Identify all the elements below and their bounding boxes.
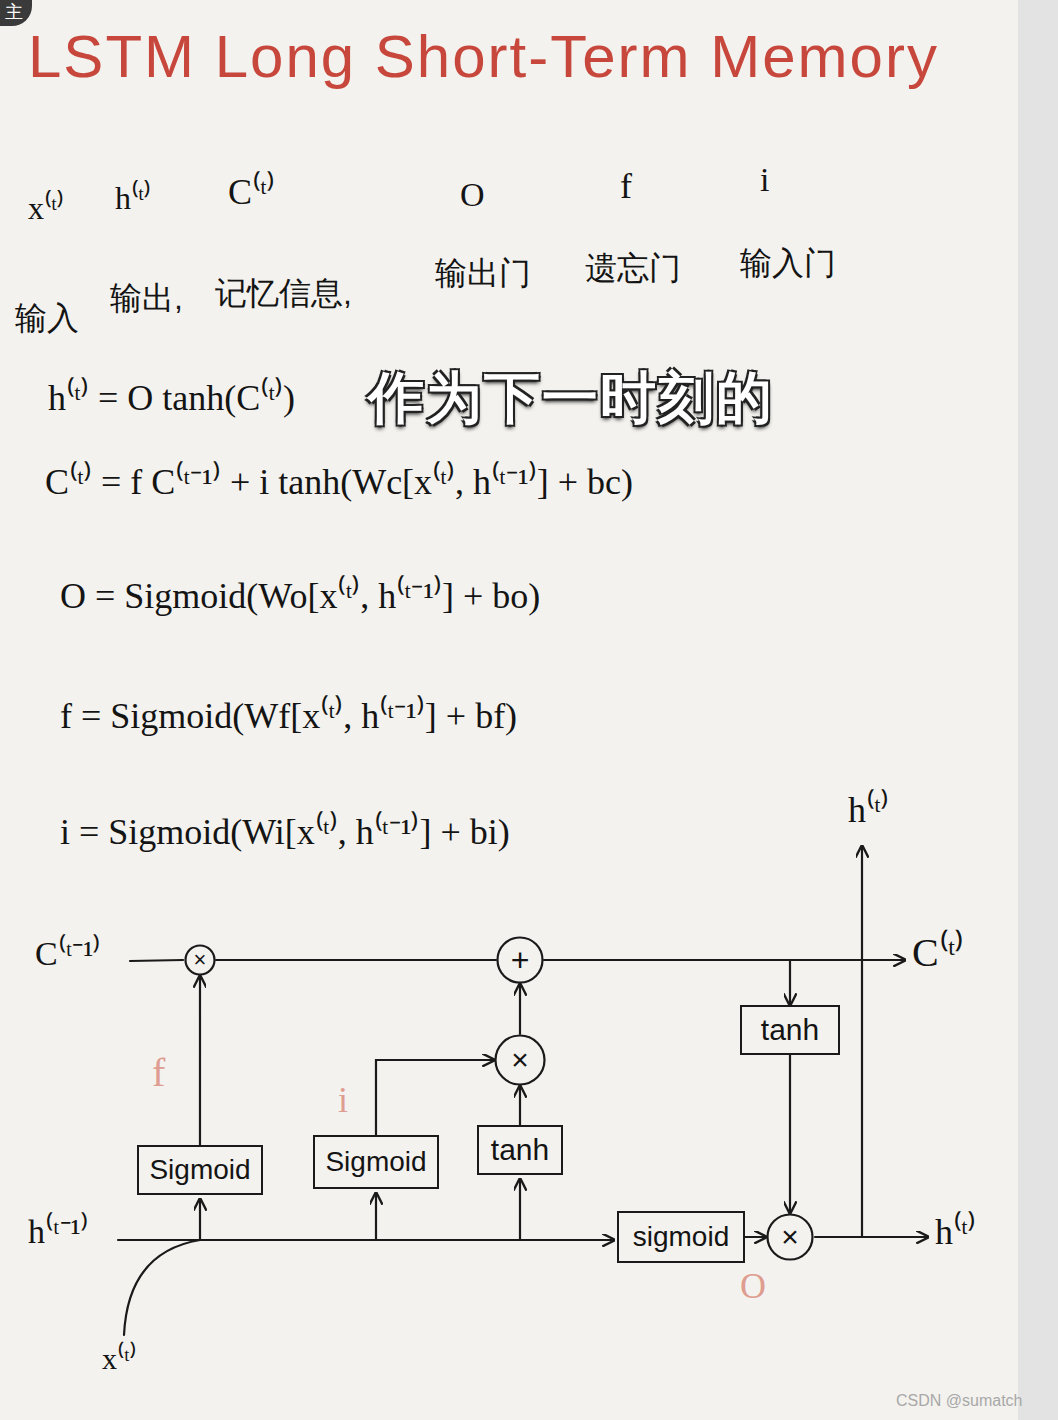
symbol-term: i (760, 160, 769, 199)
equation: i = Sigmoid(Wi[x⁽ᵗ⁾, h⁽ᵗ⁻¹⁾] + bi) (60, 812, 510, 853)
gate-name: i (338, 1080, 348, 1121)
gate-box: Sigmoid (313, 1135, 438, 1189)
equation: h⁽ᵗ⁾ = O tanh(C⁽ᵗ⁾) (48, 378, 295, 419)
term-meaning: 记忆信息, (215, 275, 352, 312)
multiply-node: × (766, 1213, 814, 1261)
gate-name: O (740, 1266, 766, 1307)
connector (199, 976, 201, 1145)
hidden-output-wire (815, 1236, 928, 1238)
signal-name: x⁽ᵗ⁾ (102, 1342, 137, 1377)
term-meaning: 输入门 (740, 245, 836, 282)
node-text: tanh (491, 1135, 549, 1165)
term-meaning: 遗忘门 (585, 250, 681, 287)
forget-gate-feed (199, 1199, 201, 1240)
cell-state-input-wire (130, 960, 183, 961)
equation: f = Sigmoid(Wf[x⁽ᵗ⁾, h⁽ᵗ⁻¹⁾] + bf) (60, 696, 517, 737)
watermark: CSDN @sumatch (896, 1392, 1023, 1410)
signal-name: h⁽ᵗ⁾ (848, 790, 889, 831)
x-input-wire (124, 1240, 200, 1335)
corner-badge: 主 (0, 0, 32, 26)
multiply-node: × (184, 944, 216, 976)
gate-box: sigmoid (617, 1211, 745, 1263)
symbol-term: C⁽ᵗ⁾ (228, 172, 275, 213)
equation: O = Sigmoid(Wo[x⁽ᵗ⁾, h⁽ᵗ⁻¹⁾] + bo) (60, 576, 540, 617)
connector (519, 984, 521, 1034)
symbol-term: O (460, 175, 485, 214)
connector (519, 1086, 521, 1125)
activation-box: tanh (477, 1125, 563, 1175)
gate-name: f (152, 1050, 165, 1096)
input-gate-feed (375, 1193, 377, 1240)
connector (376, 1060, 494, 1135)
signal-name: h⁽ᵗ⁾ (935, 1212, 976, 1253)
connector (216, 959, 496, 961)
node-circle (186, 946, 215, 975)
symbol-term: h⁽ᵗ⁾ (115, 180, 151, 217)
symbol-term: f (620, 166, 632, 207)
multiply-node: × (494, 1034, 546, 1086)
term-meaning: 输出, (110, 280, 183, 317)
hidden-output-branch (861, 846, 863, 1237)
page-title: LSTM Long Short-Term Memory (28, 22, 939, 91)
node-text: × (194, 949, 207, 971)
add-node: + (496, 936, 544, 984)
video-subtitle: 作为下一时刻的 (368, 366, 774, 430)
node-circle (496, 1036, 545, 1085)
connector (789, 1055, 791, 1213)
candidate-feed (519, 1179, 521, 1240)
connector (745, 1236, 766, 1238)
node-text: × (781, 1222, 799, 1252)
edge-strip (1018, 0, 1058, 1420)
gate-box: Sigmoid (137, 1145, 262, 1195)
equation: C⁽ᵗ⁾ = f C⁽ᵗ⁻¹⁾ + i tanh(Wc[x⁽ᵗ⁾, h⁽ᵗ⁻¹⁾… (45, 462, 633, 503)
node-circle (498, 938, 543, 983)
term-meaning: 输入 (15, 300, 79, 337)
node-text: × (511, 1045, 529, 1075)
activation-box: tanh (740, 1005, 840, 1055)
signal-name: C⁽ᵗ⁾ (912, 930, 964, 976)
signal-name: h⁽ᵗ⁻¹⁾ (28, 1212, 89, 1251)
node-text: sigmoid (633, 1223, 729, 1251)
node-circle (768, 1215, 813, 1260)
node-text: Sigmoid (325, 1148, 426, 1176)
node-text: + (511, 944, 530, 976)
node-text: tanh (761, 1015, 819, 1045)
node-text: Sigmoid (149, 1156, 250, 1184)
symbol-term: x⁽ᵗ⁾ (28, 190, 64, 227)
signal-name: C⁽ᵗ⁻¹⁾ (35, 934, 101, 973)
connector (544, 960, 790, 1005)
term-meaning: 输出门 (435, 255, 531, 292)
